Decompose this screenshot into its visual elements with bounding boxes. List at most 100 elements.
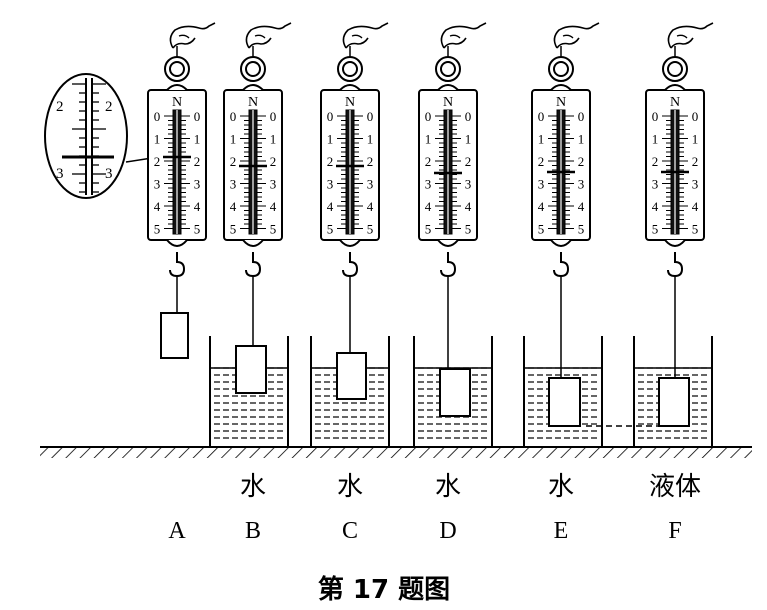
scale-tick-label: 2 bbox=[692, 154, 699, 169]
scale-tick-label: 0 bbox=[367, 109, 374, 124]
scale-tick-label: 5 bbox=[578, 222, 585, 237]
scale-tick-label: 3 bbox=[692, 177, 699, 192]
scale-tick-label: 2 bbox=[425, 154, 432, 169]
scale-tick-label: 3 bbox=[327, 177, 334, 192]
scale-tick-label: 2 bbox=[194, 154, 201, 169]
scale-unit-label: N bbox=[248, 95, 258, 110]
block bbox=[658, 377, 690, 427]
scale-tick-label: 1 bbox=[425, 132, 432, 147]
scale-tick-label: 3 bbox=[425, 177, 432, 192]
liquid-label: 水 bbox=[435, 472, 461, 502]
scale-tick-label: 1 bbox=[327, 132, 334, 147]
liquid-label: 液体 bbox=[649, 472, 701, 502]
scale-tick-label: 4 bbox=[327, 199, 334, 214]
hand-icon bbox=[440, 22, 487, 49]
scale-tick-label: 4 bbox=[578, 199, 585, 214]
beaker bbox=[310, 336, 390, 447]
scale-tick-label: 4 bbox=[154, 199, 161, 214]
beaker bbox=[633, 336, 713, 447]
liquid-label: 水 bbox=[337, 472, 363, 502]
scale-tick-label: 0 bbox=[327, 109, 334, 124]
beaker bbox=[209, 336, 289, 447]
scale-unit-label: N bbox=[345, 95, 355, 110]
scale-unit-label: N bbox=[670, 95, 680, 110]
scale-tick-label: 5 bbox=[425, 222, 432, 237]
scale-tick-label: 4 bbox=[652, 199, 659, 214]
scale-tick-label: 0 bbox=[578, 109, 585, 124]
hand-icon bbox=[667, 22, 714, 49]
scale-tick-label: 5 bbox=[327, 222, 334, 237]
hand-icon bbox=[553, 22, 600, 49]
setup-letter-label: A bbox=[168, 518, 186, 544]
scale-tick-label: 4 bbox=[194, 199, 201, 214]
scale-hook bbox=[667, 252, 684, 278]
scale-tick-label: 2 bbox=[230, 154, 237, 169]
scale-tick-label: 2 bbox=[578, 154, 585, 169]
scale-tick-label: 1 bbox=[230, 132, 237, 147]
magnifier-tick-2-right: 2 bbox=[105, 99, 113, 115]
scale-tick-label: 0 bbox=[194, 109, 201, 124]
scale-tick-label: 5 bbox=[652, 222, 659, 237]
scale-hook bbox=[342, 252, 359, 278]
magnifier-tick-2-left: 2 bbox=[56, 99, 64, 115]
scale-tick-label: 0 bbox=[230, 109, 237, 124]
scale-hook bbox=[169, 252, 186, 278]
block bbox=[235, 345, 267, 394]
scale-tick-label: 2 bbox=[652, 154, 659, 169]
setup-letter-label: B bbox=[245, 518, 261, 544]
scale-tick-label: 1 bbox=[154, 132, 161, 147]
scale-tick-label: 5 bbox=[465, 222, 472, 237]
magnified-scale-view: 2 2 3 3 bbox=[44, 73, 153, 199]
liquid-label: 水 bbox=[548, 472, 574, 502]
scale-tick-label: 3 bbox=[367, 177, 374, 192]
liquid-label: 水 bbox=[240, 472, 266, 502]
scale-tick-label: 2 bbox=[465, 154, 472, 169]
scale-tick-label: 1 bbox=[194, 132, 201, 147]
setup-letter-label: C bbox=[342, 518, 358, 544]
scale-tick-label: 1 bbox=[367, 132, 374, 147]
scale-tick-label: 4 bbox=[465, 199, 472, 214]
scale-tick-label: 0 bbox=[270, 109, 277, 124]
hand-icon bbox=[342, 22, 389, 49]
scale-tick-label: 0 bbox=[465, 109, 472, 124]
setup-letter-label: F bbox=[668, 518, 681, 544]
scale-tick-label: 2 bbox=[270, 154, 277, 169]
scale-tick-label: 3 bbox=[465, 177, 472, 192]
block bbox=[548, 377, 581, 427]
scale-tick-label: 4 bbox=[425, 199, 432, 214]
scale-tick-label: 3 bbox=[578, 177, 585, 192]
scale-tick-label: 2 bbox=[367, 154, 374, 169]
scale-tick-label: 0 bbox=[154, 109, 161, 124]
scale-tick-label: 5 bbox=[154, 222, 161, 237]
block bbox=[439, 368, 471, 417]
scale-tick-label: 3 bbox=[270, 177, 277, 192]
setup-letter-label: D bbox=[439, 518, 456, 544]
scale-hook bbox=[440, 252, 457, 278]
scale-tick-label: 1 bbox=[538, 132, 545, 147]
scale-unit-label: N bbox=[556, 95, 566, 110]
scale-tick-label: 1 bbox=[692, 132, 699, 147]
scale-tick-label: 5 bbox=[194, 222, 201, 237]
hand-icon bbox=[169, 22, 216, 49]
scale-tick-label: 5 bbox=[692, 222, 699, 237]
scale-tick-label: 1 bbox=[578, 132, 585, 147]
scale-unit-label: N bbox=[443, 95, 453, 110]
scale-tick-label: 2 bbox=[327, 154, 334, 169]
scale-tick-label: 5 bbox=[270, 222, 277, 237]
scale-tick-label: 3 bbox=[194, 177, 201, 192]
scale-tick-label: 3 bbox=[652, 177, 659, 192]
scale-tick-label: 0 bbox=[692, 109, 699, 124]
scale-tick-label: 2 bbox=[538, 154, 545, 169]
magnifier-tick-3-left: 3 bbox=[56, 166, 64, 182]
scale-tick-label: 1 bbox=[652, 132, 659, 147]
scale-tick-label: 3 bbox=[538, 177, 545, 192]
scale-hook bbox=[553, 252, 570, 278]
scale-tick-label: 3 bbox=[230, 177, 237, 192]
